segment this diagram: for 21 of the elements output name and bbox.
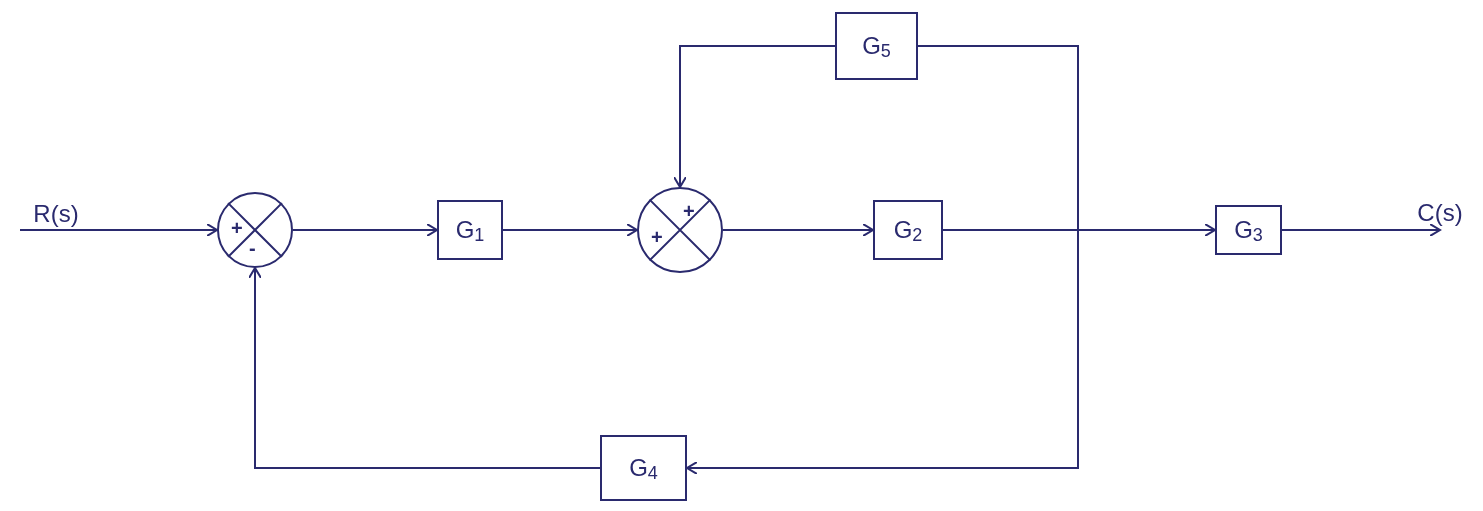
signal-arrow — [248, 267, 601, 469]
transfer-function-block: G$_{4}$ — [600, 435, 687, 501]
summing-junction — [637, 187, 723, 273]
signal-arrow — [673, 45, 836, 188]
signal-arrow — [502, 223, 638, 237]
signal-arrow — [722, 223, 874, 237]
sign-label: + — [651, 227, 663, 247]
signal-arrow — [686, 229, 1079, 475]
sign-label: + — [683, 201, 695, 221]
signal-arrow — [292, 223, 438, 237]
summing-junction — [217, 192, 293, 268]
signal-arrow — [19, 223, 218, 237]
signal-label: C(s) — [1404, 196, 1476, 230]
sign-label: - — [249, 238, 256, 258]
transfer-function-block: G$_{3}$ — [1215, 205, 1282, 255]
transfer-function-block: G$_{2}$ — [873, 200, 943, 260]
signal-arrow — [1281, 223, 1441, 237]
transfer-function-block: G$_{5}$ — [835, 12, 918, 80]
signal-label: R(s) — [20, 198, 92, 230]
sign-label: + — [231, 218, 243, 238]
transfer-function-block: G$_{1}$ — [437, 200, 503, 260]
